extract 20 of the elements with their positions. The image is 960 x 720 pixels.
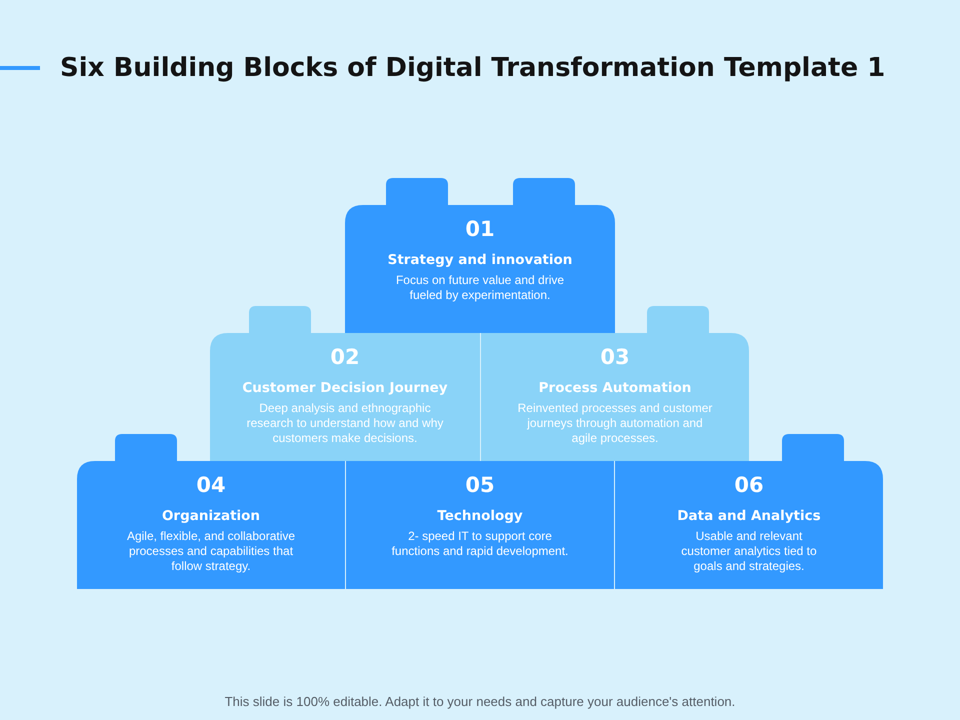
block-number: 05 <box>465 472 495 498</box>
block-number: 06 <box>734 472 764 498</box>
slide-title: Six Building Blocks of Digital Transformation Template 1 <box>60 52 886 85</box>
block-title: Organization <box>162 507 260 525</box>
block-number: 02 <box>330 344 360 370</box>
block-title: Customer Decision Journey <box>242 379 448 397</box>
block-title: Strategy and innovation <box>388 251 572 269</box>
block-title: Technology <box>437 507 523 525</box>
block-description: Deep analysis and ethnographic research to understand how and why customers make decisions. <box>246 401 444 446</box>
block-description: Focus on future value and drive fueled by experimentation. <box>394 273 566 303</box>
block-description: Agile, flexible, and collaborative processes and capabilities that follow strategy. <box>126 529 296 574</box>
block-number: 01 <box>465 216 495 242</box>
block-number: 04 <box>196 472 226 498</box>
block-description: Usable and relevant customer analytics tied to goals and strategies. <box>680 529 818 574</box>
block-description: Reinvented processes and customer journeys through automation and agile processes. <box>516 401 714 446</box>
block-title: Data and Analytics <box>677 507 821 525</box>
block-title: Process Automation <box>538 379 692 397</box>
block-number: 03 <box>600 344 630 370</box>
footer-note: This slide is 100% editable. Adapt it to your needs and capture your audience's attention. <box>224 694 736 709</box>
block-description: 2- speed IT to support core functions and rapid development. <box>390 529 570 559</box>
